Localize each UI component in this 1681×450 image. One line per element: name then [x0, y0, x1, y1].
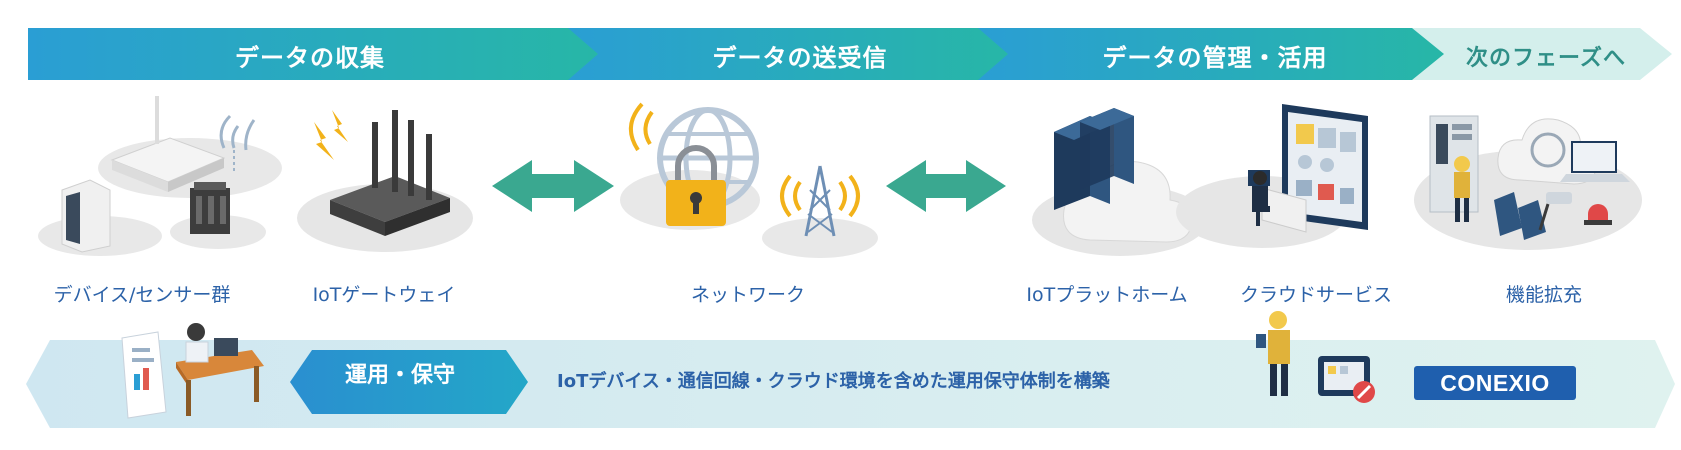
item-label-devices: デバイス/センサー群: [53, 284, 231, 306]
server-cloud-icon: [1032, 108, 1208, 256]
double-arrow-collect-transmit: [492, 160, 614, 212]
item-label-network: ネットワーク: [690, 284, 806, 306]
gateway-router-icon: [297, 110, 473, 252]
operations-label: 運用・保守: [345, 363, 456, 388]
network-globe-lock-icon: [620, 102, 878, 258]
item-label-platform: IoTプラットホーム: [1026, 284, 1188, 306]
phase-chevron-collect: [28, 28, 605, 80]
phase-label-collect: データの収集: [235, 44, 385, 72]
item-label-gateway: IoTゲートウェイ: [312, 284, 456, 306]
operations-description: IoTデバイス・通信回線・クラウド環境を含めた運用保守体制を構築: [557, 371, 1110, 392]
extension-equipment-icon: [1414, 115, 1642, 250]
dashboard-monitor-icon: [1176, 104, 1368, 248]
phase-label-manage: データの管理・活用: [1102, 44, 1328, 72]
maintenance-worker-icon: [1256, 311, 1375, 403]
sensor-devices-icon: [38, 96, 282, 256]
phase-chevron-next: [1412, 28, 1672, 80]
item-label-extension: 機能拡充: [1505, 284, 1583, 306]
double-arrow-transmit-manage: [886, 160, 1006, 212]
conexio-logo: CONEXIO: [1414, 366, 1576, 400]
phase-label-transmit: データの送受信: [712, 44, 888, 72]
phase-label-next: 次のフェーズへ: [1466, 46, 1626, 71]
phase-chevron-transmit: [568, 28, 1015, 80]
desk-worker-icon: [121, 323, 264, 419]
item-label-cloud: クラウドサービス: [1239, 284, 1393, 306]
phase-chevron-manage: [978, 28, 1452, 80]
operations-label-box: [290, 350, 528, 414]
